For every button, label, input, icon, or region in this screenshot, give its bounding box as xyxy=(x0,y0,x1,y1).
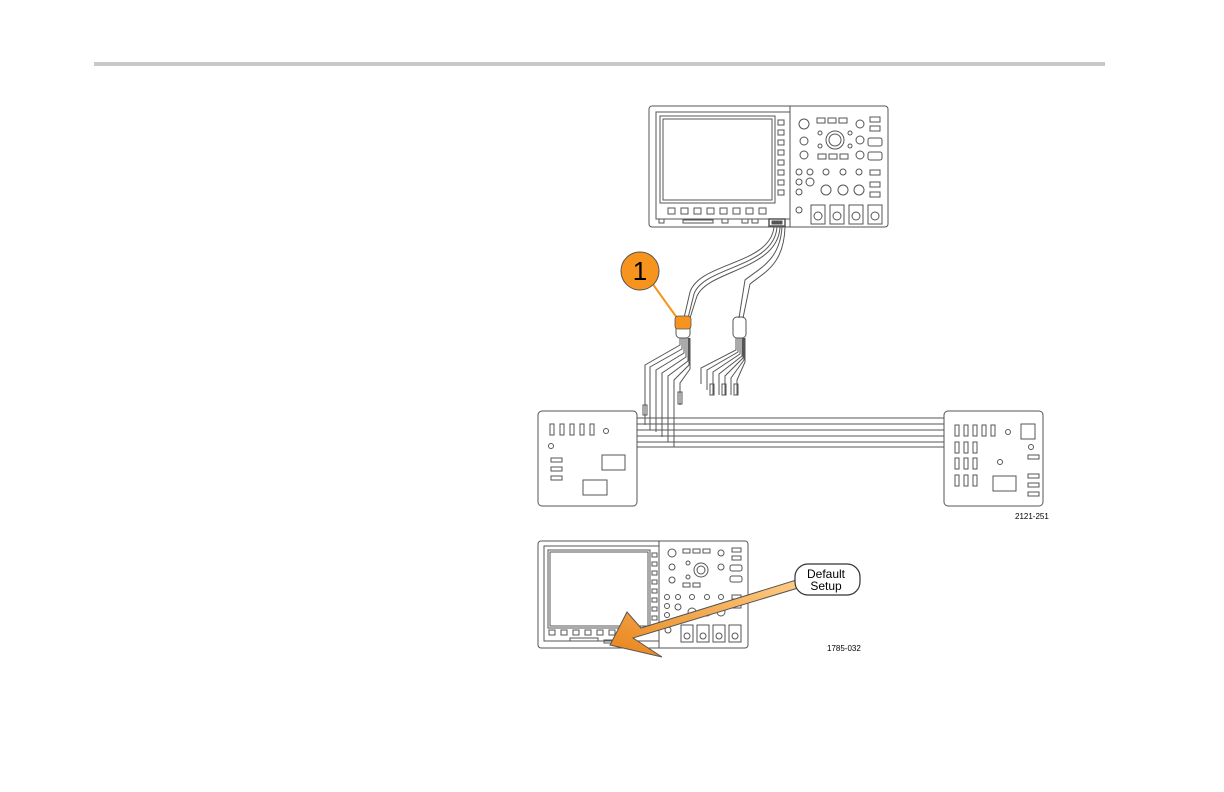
figure-id-bottom: 1785-032 xyxy=(827,644,861,653)
callout-1: 1 xyxy=(621,252,691,329)
default-setup-label-line2: Setup xyxy=(810,579,842,593)
default-setup-button: Default Setup xyxy=(795,564,860,595)
default-setup-arrow xyxy=(610,577,808,657)
figure-id-top: 2121-251 xyxy=(1015,512,1049,521)
oscilloscope-top xyxy=(649,106,888,227)
circuit-board-left xyxy=(538,411,637,506)
circuit-board-right xyxy=(944,411,1043,506)
probe-cables xyxy=(637,227,944,447)
callout-number: 1 xyxy=(633,256,647,286)
